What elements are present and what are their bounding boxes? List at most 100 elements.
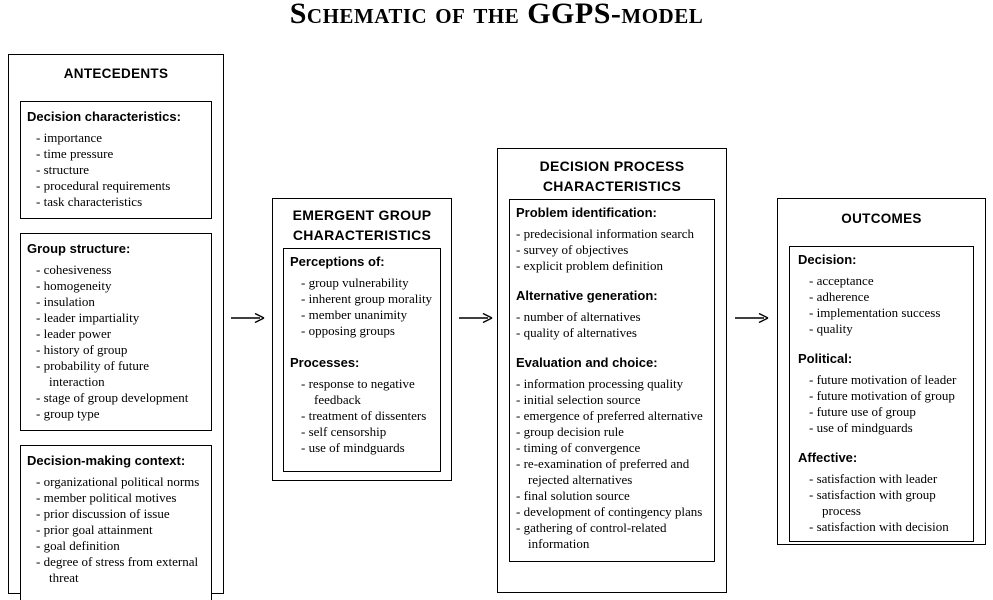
item-list: organizational political normsmember pol… (27, 474, 207, 586)
list-item: probability of future interaction (27, 358, 207, 390)
box-emergent-sections: Perceptions of: group vulnerabilityinhere… (283, 248, 441, 472)
list-item: initial selection source (516, 392, 709, 408)
diagram-title: Schematic of the GGPS-model (289, 0, 704, 30)
list-item: opposing groups (290, 323, 435, 339)
list-item: group type (27, 406, 207, 422)
box-decision-header: DECISION PROCESS CHARACTERISTICS (539, 158, 685, 194)
list-item: response to negative feedback (290, 376, 435, 408)
list-item: quality (798, 321, 968, 337)
list-item: structure (27, 162, 207, 178)
item-list: future motivation of leaderfuture motiva… (798, 372, 968, 436)
list-item: stage of group development (27, 390, 207, 406)
list-item: emergence of preferred alternative (516, 408, 709, 424)
section-processes: Processes: response to negative feedbackt… (290, 355, 435, 456)
list-item: final solution source (516, 488, 709, 504)
section-heading: Decision characteristics: (27, 109, 181, 124)
list-item: implementation success (798, 305, 968, 321)
section-affective: Affective:satisfaction with leadersatisf… (798, 450, 968, 535)
arrow-right-icon (735, 312, 769, 324)
box-outcomes-header: OUTCOMES (841, 211, 922, 226)
section-alternative-generation: Alternative generation: number of alterna… (516, 288, 709, 341)
list-item: organizational political norms (27, 474, 207, 490)
list-item: future motivation of leader (798, 372, 968, 388)
section-heading: Decision: (798, 252, 857, 267)
box-emergent-header: EMERGENT GROUP CHARACTERISTICS (292, 207, 432, 243)
list-item: satisfaction with decision (798, 519, 968, 535)
list-item: cohesiveness (27, 262, 207, 278)
item-list: satisfaction with leadersatisfaction wit… (798, 471, 968, 535)
item-list: predecisional information searchsurvey o… (516, 226, 709, 274)
item-list: acceptanceadherenceimplementation succes… (798, 273, 968, 337)
section-political: Political:future motivation of leaderfut… (798, 351, 968, 436)
list-item: predecisional information search (516, 226, 709, 242)
section-heading: Evaluation and choice: (516, 355, 658, 370)
item-list: cohesivenesshomogeneityinsulationleader … (27, 262, 207, 422)
section-evaluation-and-choice: Evaluation and choice: information proces… (516, 355, 709, 552)
section-decision-characteristics: Decision characteristics: importancetime … (20, 101, 212, 219)
list-item: quality of alternatives (516, 325, 709, 341)
section-perceptions-of: Perceptions of: group vulnerabilityinhere… (290, 254, 435, 339)
list-item: group vulnerability (290, 275, 435, 291)
list-item: development of contingency plans (516, 504, 709, 520)
list-item: procedural requirements (27, 178, 207, 194)
list-item: task characteristics (27, 194, 207, 210)
list-item: satisfaction with leader (798, 471, 968, 487)
list-item: leader power (27, 326, 207, 342)
section-heading: Alternative generation: (516, 288, 658, 303)
box-decision-sections: Problem identification: predecisional inf… (509, 199, 715, 562)
box-outcomes-sections: Decision: acceptanceadherenceimplementati… (789, 246, 974, 542)
list-item: prior discussion of issue (27, 506, 207, 522)
box-outcomes: OUTCOMES Decision: acceptanceadherenceimp… (777, 198, 986, 545)
list-item: leader impartiality (27, 310, 207, 326)
section-heading: Affective: (798, 450, 858, 465)
list-item: member political motives (27, 490, 207, 506)
section-heading: Decision-making context: (27, 453, 186, 468)
list-item: importance (27, 130, 207, 146)
list-item: explicit problem definition (516, 258, 709, 274)
list-item: time pressure (27, 146, 207, 162)
list-item: goal definition (27, 538, 207, 554)
list-item: use of mindguards (290, 440, 435, 456)
list-item: survey of objectives (516, 242, 709, 258)
box-antecedents: ANTECEDENTS Decision characteristics: imp… (8, 54, 224, 600)
list-item: degree of stress from external threat (27, 554, 207, 586)
list-item: satisfaction with group process (798, 487, 968, 519)
box-decision-process-characteristics: DECISION PROCESS CHARACTERISTICS Problem… (497, 148, 727, 593)
item-list: information processing qualityinitial se… (516, 376, 709, 552)
list-item: use of mindguards (798, 420, 968, 436)
item-list: response to negative feedbacktreatment o… (290, 376, 435, 456)
section-heading: Problem identification: (516, 205, 657, 220)
list-item: gathering of control-related information (516, 520, 709, 552)
list-item: member unanimity (290, 307, 435, 323)
box-emergent-group-characteristics: EMERGENT GROUP CHARACTERISTICS Perceptio… (272, 198, 452, 481)
list-item: acceptance (798, 273, 968, 289)
section-heading: Group structure: (27, 241, 131, 256)
list-item: self censorship (290, 424, 435, 440)
section-decision-making-context: Decision-making context: organizational p… (20, 445, 212, 600)
item-list: number of alternativesquality of alterna… (516, 309, 709, 341)
arrow-right-icon (231, 312, 265, 324)
section-problem-identification: Problem identification: predecisional inf… (516, 205, 709, 274)
list-item: group decision rule (516, 424, 709, 440)
section-group-structure: Group structure: cohesivenesshomogeneityi… (20, 233, 212, 431)
section-decision: Decision: acceptanceadherenceimplementati… (798, 252, 968, 337)
section-heading: Processes: (290, 355, 360, 370)
list-item: prior goal attainment (27, 522, 207, 538)
section-heading: Political: (798, 351, 853, 366)
list-item: inherent group morality (290, 291, 435, 307)
list-item: insulation (27, 294, 207, 310)
box-antecedents-sections: Decision characteristics: importancetime … (9, 101, 223, 600)
arrow-right-icon (459, 312, 493, 324)
list-item: future use of group (798, 404, 968, 420)
section-heading: Perceptions of: (290, 254, 385, 269)
list-item: information processing quality (516, 376, 709, 392)
list-item: re-examination of preferred and rejected… (516, 456, 709, 488)
item-list: group vulnerabilityinherent group morali… (290, 275, 435, 339)
list-item: future motivation of group (798, 388, 968, 404)
item-list: importancetime pressurestructureprocedur… (27, 130, 207, 210)
list-item: history of group (27, 342, 207, 358)
list-item: homogeneity (27, 278, 207, 294)
box-antecedents-header: ANTECEDENTS (63, 66, 169, 81)
list-item: treatment of dissenters (290, 408, 435, 424)
